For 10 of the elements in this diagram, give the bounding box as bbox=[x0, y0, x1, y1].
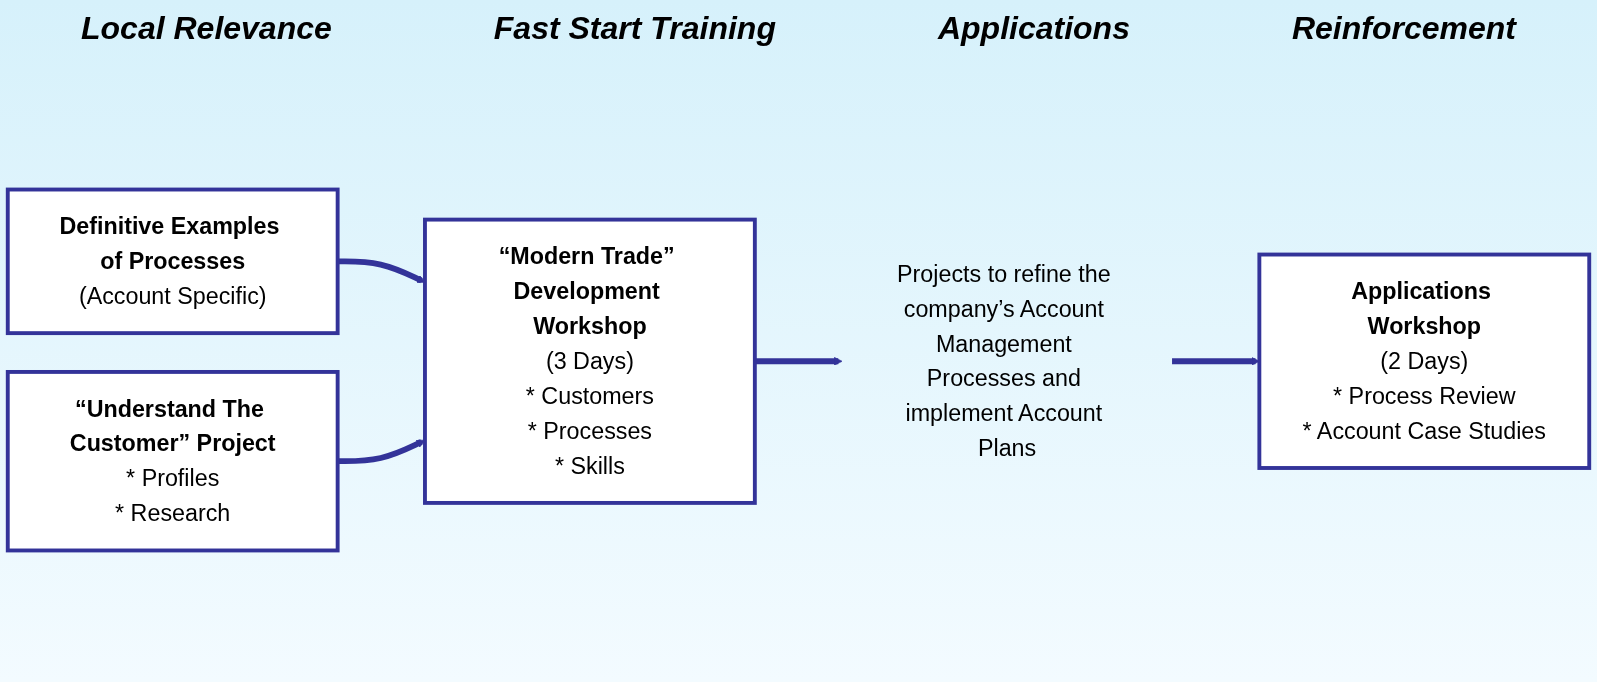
column-heading: Local Relevance bbox=[81, 9, 332, 47]
node-box: “Modern Trade” Development Workshop (3 Days) * Customers * Processes * Skills bbox=[423, 217, 757, 505]
arrow bbox=[754, 357, 843, 366]
node-box: “Understand The Customer” Project * Profiles * Research bbox=[5, 370, 340, 553]
node-text: Projects to refine the company’s Account Management Processes and implement Account Plans bbox=[897, 260, 1111, 462]
node-box: Definitive Examples of Processes (Account Specific) bbox=[5, 187, 340, 336]
column-heading: Fast Start Training bbox=[493, 9, 776, 47]
column-heading: Reinforcement bbox=[1291, 9, 1516, 47]
column-heading: Applications bbox=[937, 9, 1130, 47]
node-box: Applications Workshop (2 Days) * Process Review * Account Case Studies bbox=[1257, 252, 1592, 470]
